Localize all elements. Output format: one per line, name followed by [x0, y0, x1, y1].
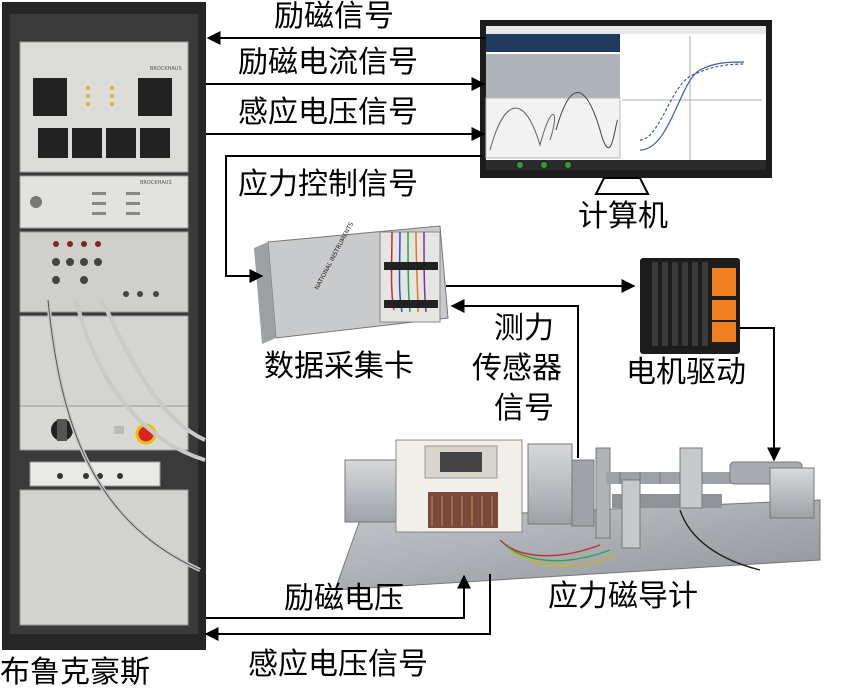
arrow-motor-drive: [740, 327, 781, 462]
arrow-excitation-voltage: [206, 574, 471, 619]
label-load-cell-signal-1: 测力: [494, 311, 554, 346]
label-load-cell-signal-2: 传感器: [472, 351, 562, 386]
stress-magnetometer-rig: [334, 439, 821, 591]
computer-monitor: [480, 20, 772, 195]
label-excitation-current-signal: 励磁电流信号: [238, 45, 418, 80]
label-excitation-signal: 励磁信号: [274, 0, 394, 34]
label-excitation-voltage: 励磁电压: [284, 581, 404, 616]
label-computer: 计算机: [578, 199, 668, 234]
motor-driver-board: [640, 258, 740, 354]
rack-unit-connectors: [19, 231, 189, 313]
label-load-cell-signal-3: 信号: [494, 391, 554, 426]
label-daq-card: 数据采集卡: [264, 349, 414, 384]
label-induced-voltage-signal-bottom: 感应电压信号: [248, 647, 428, 682]
label-brockhaus: 布鲁克豪斯: [0, 655, 150, 690]
label-stress-control-signal: 应力控制信号: [238, 167, 418, 202]
brockhaus-rack: BROCKHAUS BROCKHAUS: [2, 2, 206, 650]
label-induced-voltage-signal-top: 感应电压信号: [238, 95, 418, 130]
rack-unit-switch: [19, 405, 189, 451]
arrow-load-cell-signal: [450, 299, 579, 458]
label-motor-driver: 电机驱动: [626, 355, 746, 390]
rack-brand-label-1: BROCKHAUS: [150, 66, 182, 72]
connection-arrows: [204, 31, 781, 641]
rack-brand-label-2: BROCKHAUS: [140, 180, 172, 186]
label-stress-magnetometer: 应力磁导计: [548, 579, 698, 614]
arrow-induced-voltage-return: [204, 574, 491, 641]
daq-card: NATIONAL INSTRUMENTS: [254, 221, 449, 344]
arrow-stress-control-signal: [225, 155, 482, 283]
